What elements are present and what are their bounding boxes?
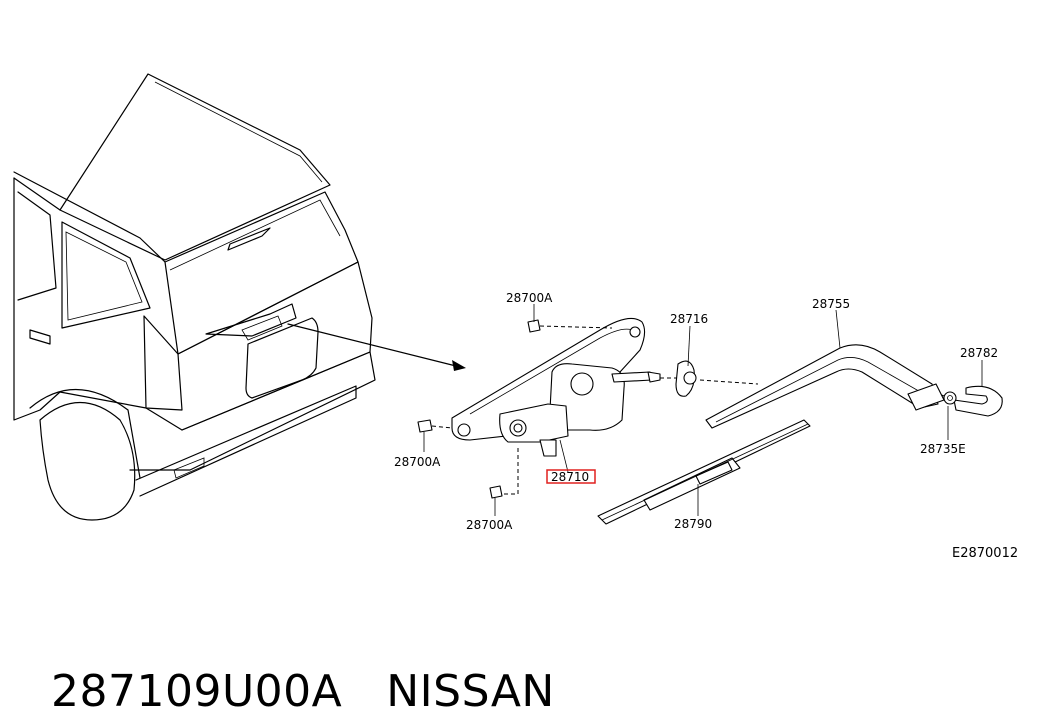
- brand-name: NISSAN: [386, 666, 555, 717]
- callout-28782[interactable]: 28782: [960, 346, 998, 360]
- highlight-box-28710[interactable]: [546, 469, 596, 484]
- cap-28782: [953, 385, 1003, 417]
- diagram-code: E2870012: [952, 546, 1018, 561]
- callout-28735E[interactable]: 28735E: [920, 442, 966, 456]
- wiper-blade-28790: [597, 419, 811, 525]
- callout-28716[interactable]: 28716: [670, 312, 708, 326]
- callout-28700A-left[interactable]: 28700A: [394, 455, 441, 469]
- wiper-arm-28755: [705, 344, 945, 429]
- wiper-motor-assembly: [417, 317, 945, 499]
- callout-28790[interactable]: 28790: [674, 517, 712, 531]
- part-number: 287109U00A: [50, 666, 343, 717]
- leader-lines: [423, 304, 983, 516]
- callout-28700A-bottom[interactable]: 28700A: [466, 518, 513, 532]
- nut-28716: [675, 360, 697, 397]
- nut-28735E: [943, 391, 957, 405]
- callout-28755[interactable]: 28755: [812, 297, 850, 311]
- callout-28710[interactable]: 28710: [551, 470, 589, 484]
- parts-diagram: 28700A 28700A 28700A 28710 28716 28755 2…: [13, 73, 1018, 561]
- callout-28700A-top[interactable]: 28700A: [506, 291, 553, 305]
- part-caption: 287109U00A NISSAN: [22, 596, 555, 717]
- vehicle-illustration: [13, 73, 466, 521]
